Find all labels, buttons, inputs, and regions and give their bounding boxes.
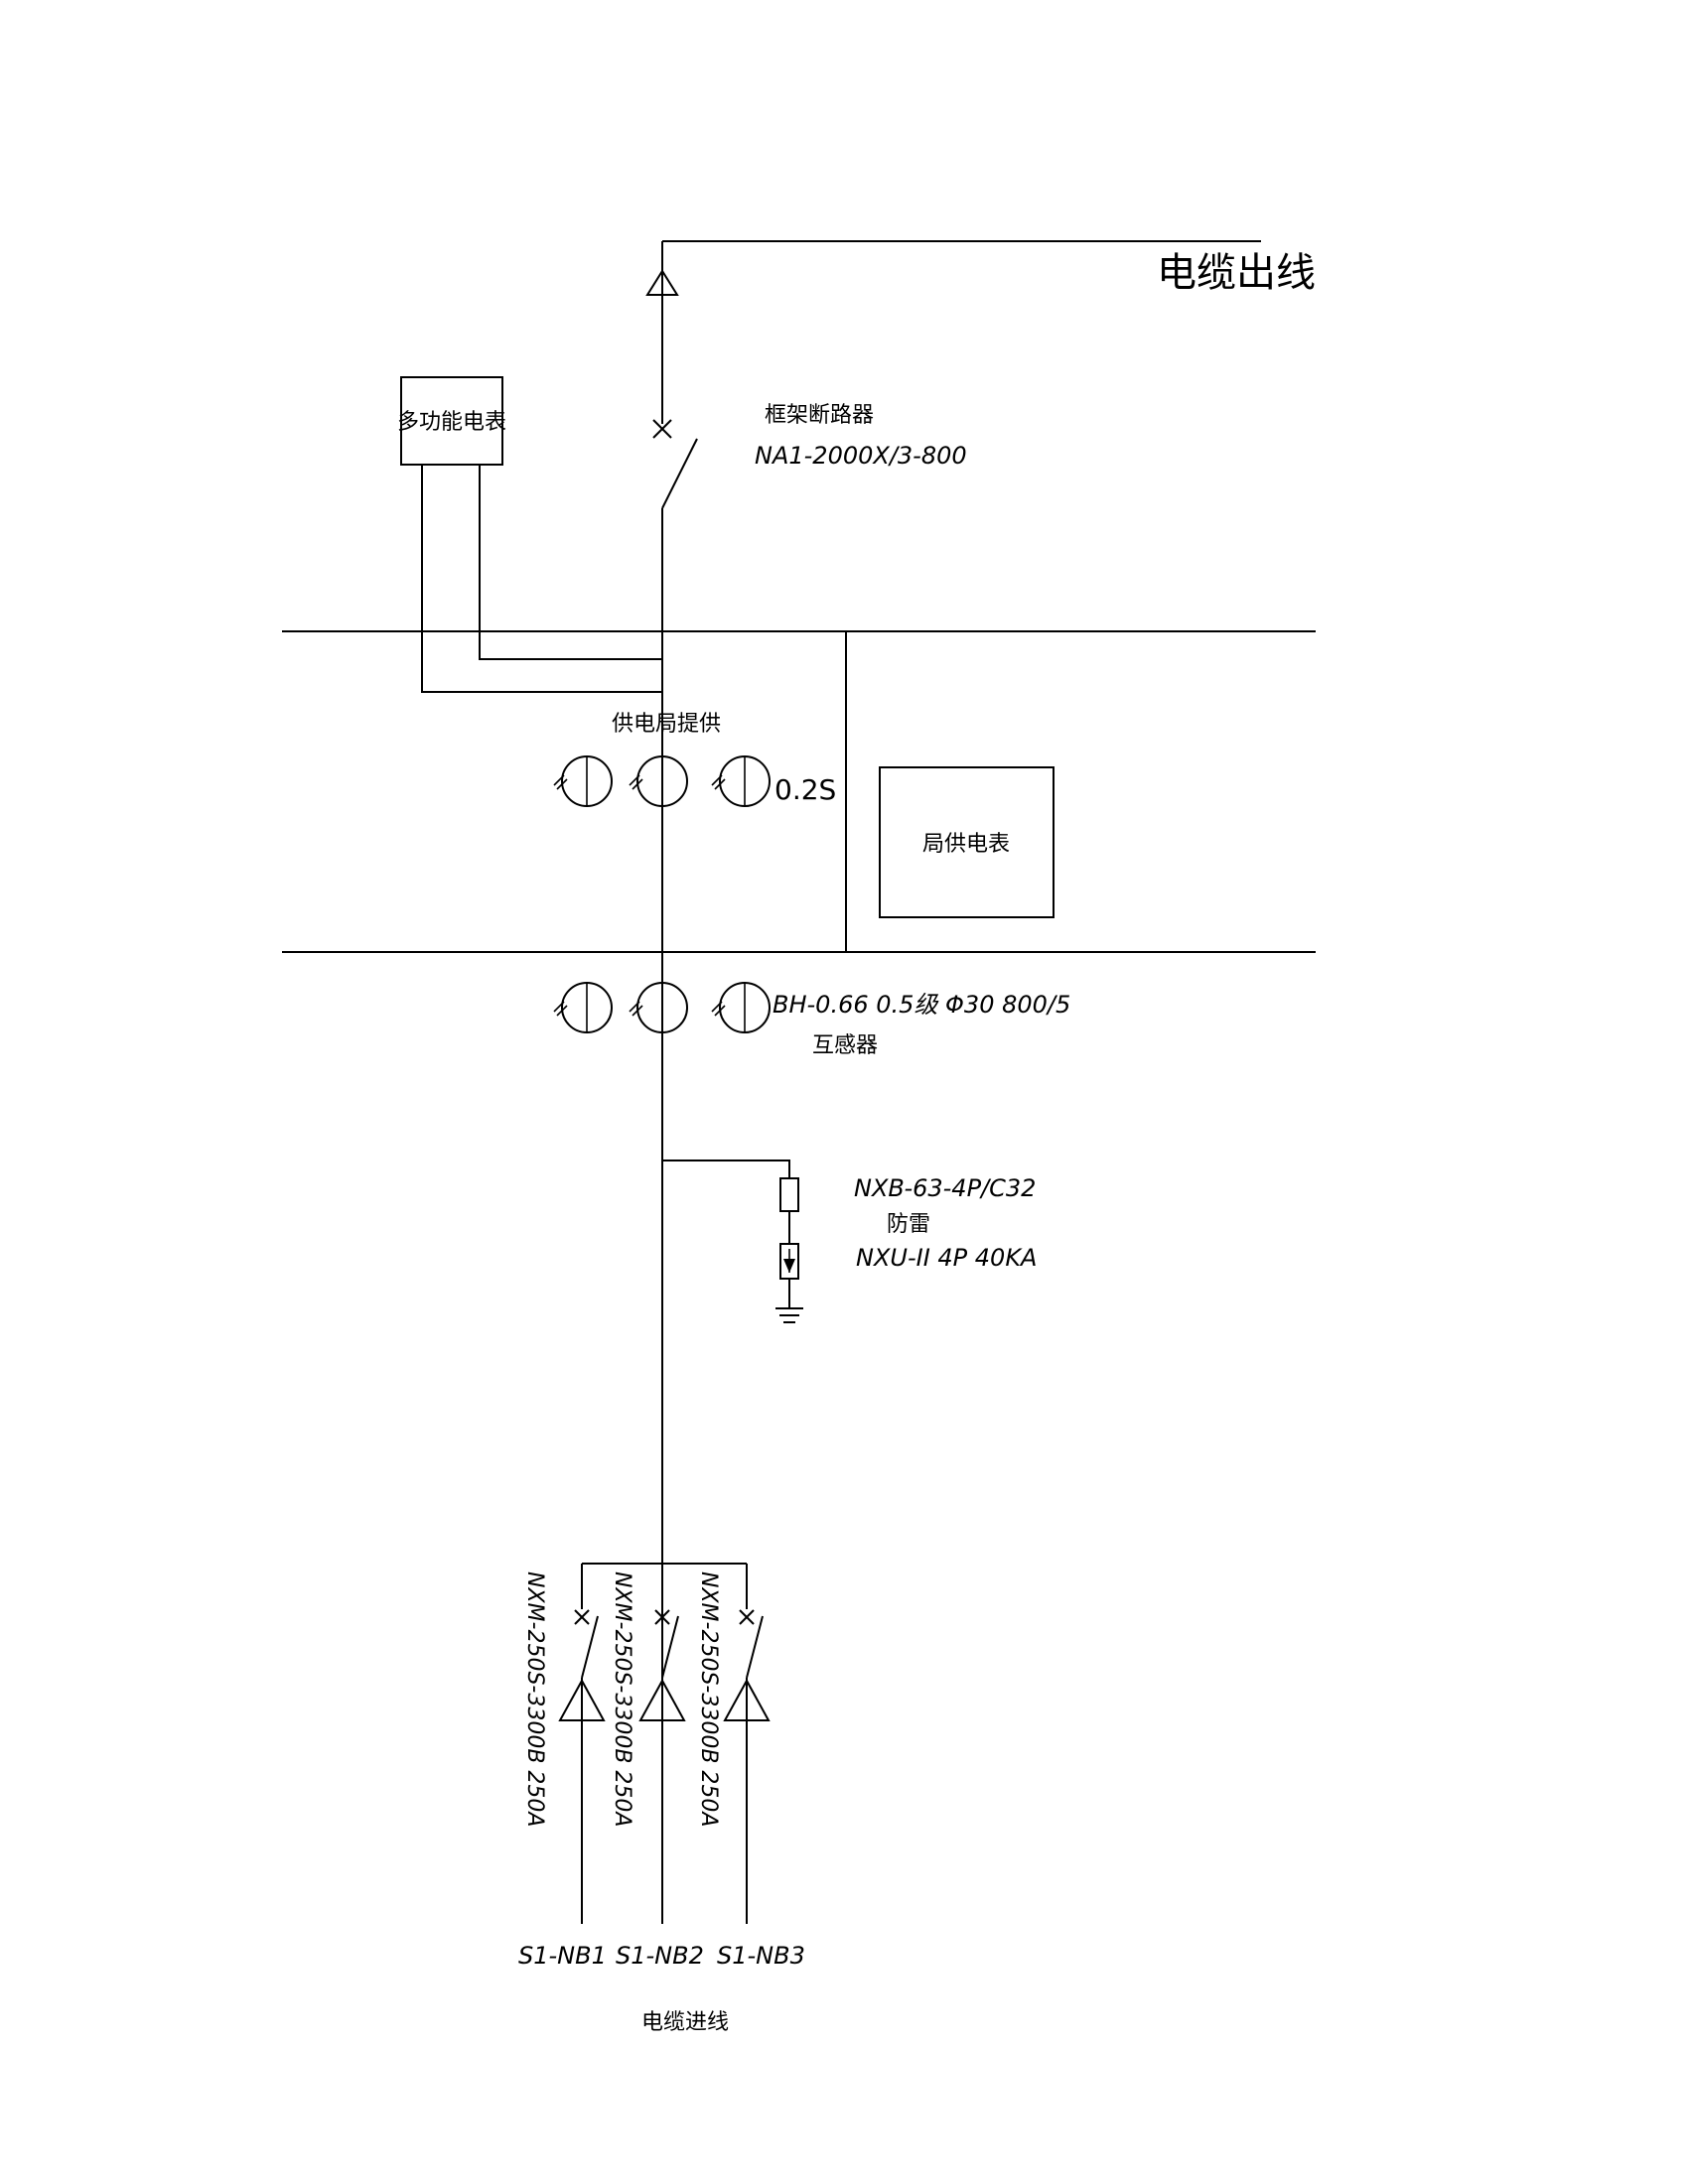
- frame-breaker-label: 框架断路器: [765, 403, 874, 428]
- measurement-ct-2: [629, 982, 688, 1033]
- multi-meter-box: [400, 376, 503, 466]
- spd-name-label: 防雷: [887, 1212, 930, 1237]
- supplied-by-bureau-label: 供电局提供: [612, 712, 721, 737]
- branch-2-breaker-label: NXM-250S-3300B 250A: [610, 1571, 634, 1827]
- spd-branch-wire: [662, 1160, 790, 1178]
- branch-1: [558, 1564, 606, 1924]
- branch-3-breaker-label: NXM-250S-3300B 250A: [696, 1571, 721, 1827]
- bureau-meter-box: [879, 766, 1055, 918]
- surge-arrester-symbol: [779, 1243, 799, 1280]
- branch-1-breaker-label: NXM-250S-3300B 250A: [522, 1571, 547, 1827]
- meter-wire-2: [479, 465, 662, 660]
- metering-ct-2: [629, 755, 688, 807]
- bureau-meter-label: 局供电表: [922, 832, 1010, 857]
- multi-meter-label: 多功能电表: [397, 410, 506, 435]
- metering-ct-3: [711, 755, 771, 807]
- branch-3: [723, 1564, 771, 1924]
- ct-metering-class-label: 0.2S: [774, 773, 836, 806]
- spd-fuse-symbol: [779, 1177, 799, 1212]
- frame-breaker-model: NA1-2000X/3-800: [755, 442, 967, 470]
- frame-breaker-symbol: [652, 419, 698, 509]
- metering-ct-1: [553, 755, 613, 807]
- cable-out-label: 电缆出线: [1157, 250, 1316, 296]
- branch-2-circuit-label: S1-NB2: [616, 1942, 704, 1970]
- spd-model: NXU-II 4P 40KA: [856, 1244, 1037, 1272]
- measurement-ct-3: [711, 982, 771, 1033]
- branch-1-circuit-label: S1-NB1: [518, 1942, 607, 1970]
- measurement-ct-1: [553, 982, 613, 1033]
- cable-in-label: 电缆进线: [641, 2010, 729, 2035]
- spd-breaker-model: NXB-63-4P/C32: [854, 1174, 1036, 1202]
- ct-name-label: 互感器: [812, 1033, 878, 1058]
- ct-model-label: BH-0.66 0.5级 Φ30 800/5: [773, 991, 1070, 1019]
- cable-out-terminal-symbol: [645, 269, 679, 296]
- meter-wire-1: [421, 465, 662, 693]
- branch-2: [638, 1564, 686, 1924]
- ground-symbol: [775, 1279, 803, 1323]
- branch-3-circuit-label: S1-NB3: [717, 1942, 805, 1970]
